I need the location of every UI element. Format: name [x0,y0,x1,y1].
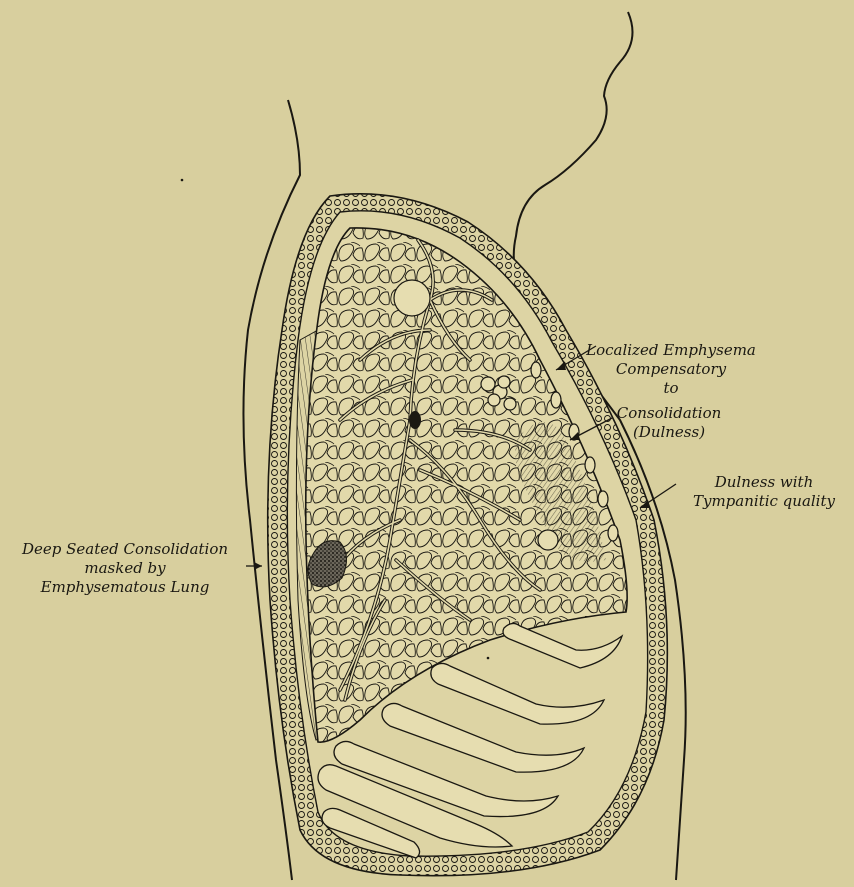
label-line: (Dulness) [614,423,724,442]
label-line: Deep Seated Consolidation [4,540,246,559]
label-line: Emphysematous Lung [4,578,246,597]
label-localized-emphysema: Localized Emphysema Compensatory to [576,341,766,398]
label-line: Compensatory [576,360,766,379]
label-line: Dulness with [676,473,852,492]
dot-mark [487,657,490,660]
dot-mark [181,179,184,182]
label-line: to [576,379,766,398]
label-dulness-tympanitic: Dulness with Tympanitic quality [676,473,852,511]
label-line: Localized Emphysema [576,341,766,360]
label-line: masked by [4,559,246,578]
label-line: Consolidation [614,404,724,423]
label-consolidation-dulness: Consolidation (Dulness) [614,404,724,442]
label-deep-seated-consolidation: Deep Seated Consolidation masked by Emph… [4,540,246,597]
bronchus-opening [409,411,421,429]
label-line: Tympanitic quality [676,492,852,511]
